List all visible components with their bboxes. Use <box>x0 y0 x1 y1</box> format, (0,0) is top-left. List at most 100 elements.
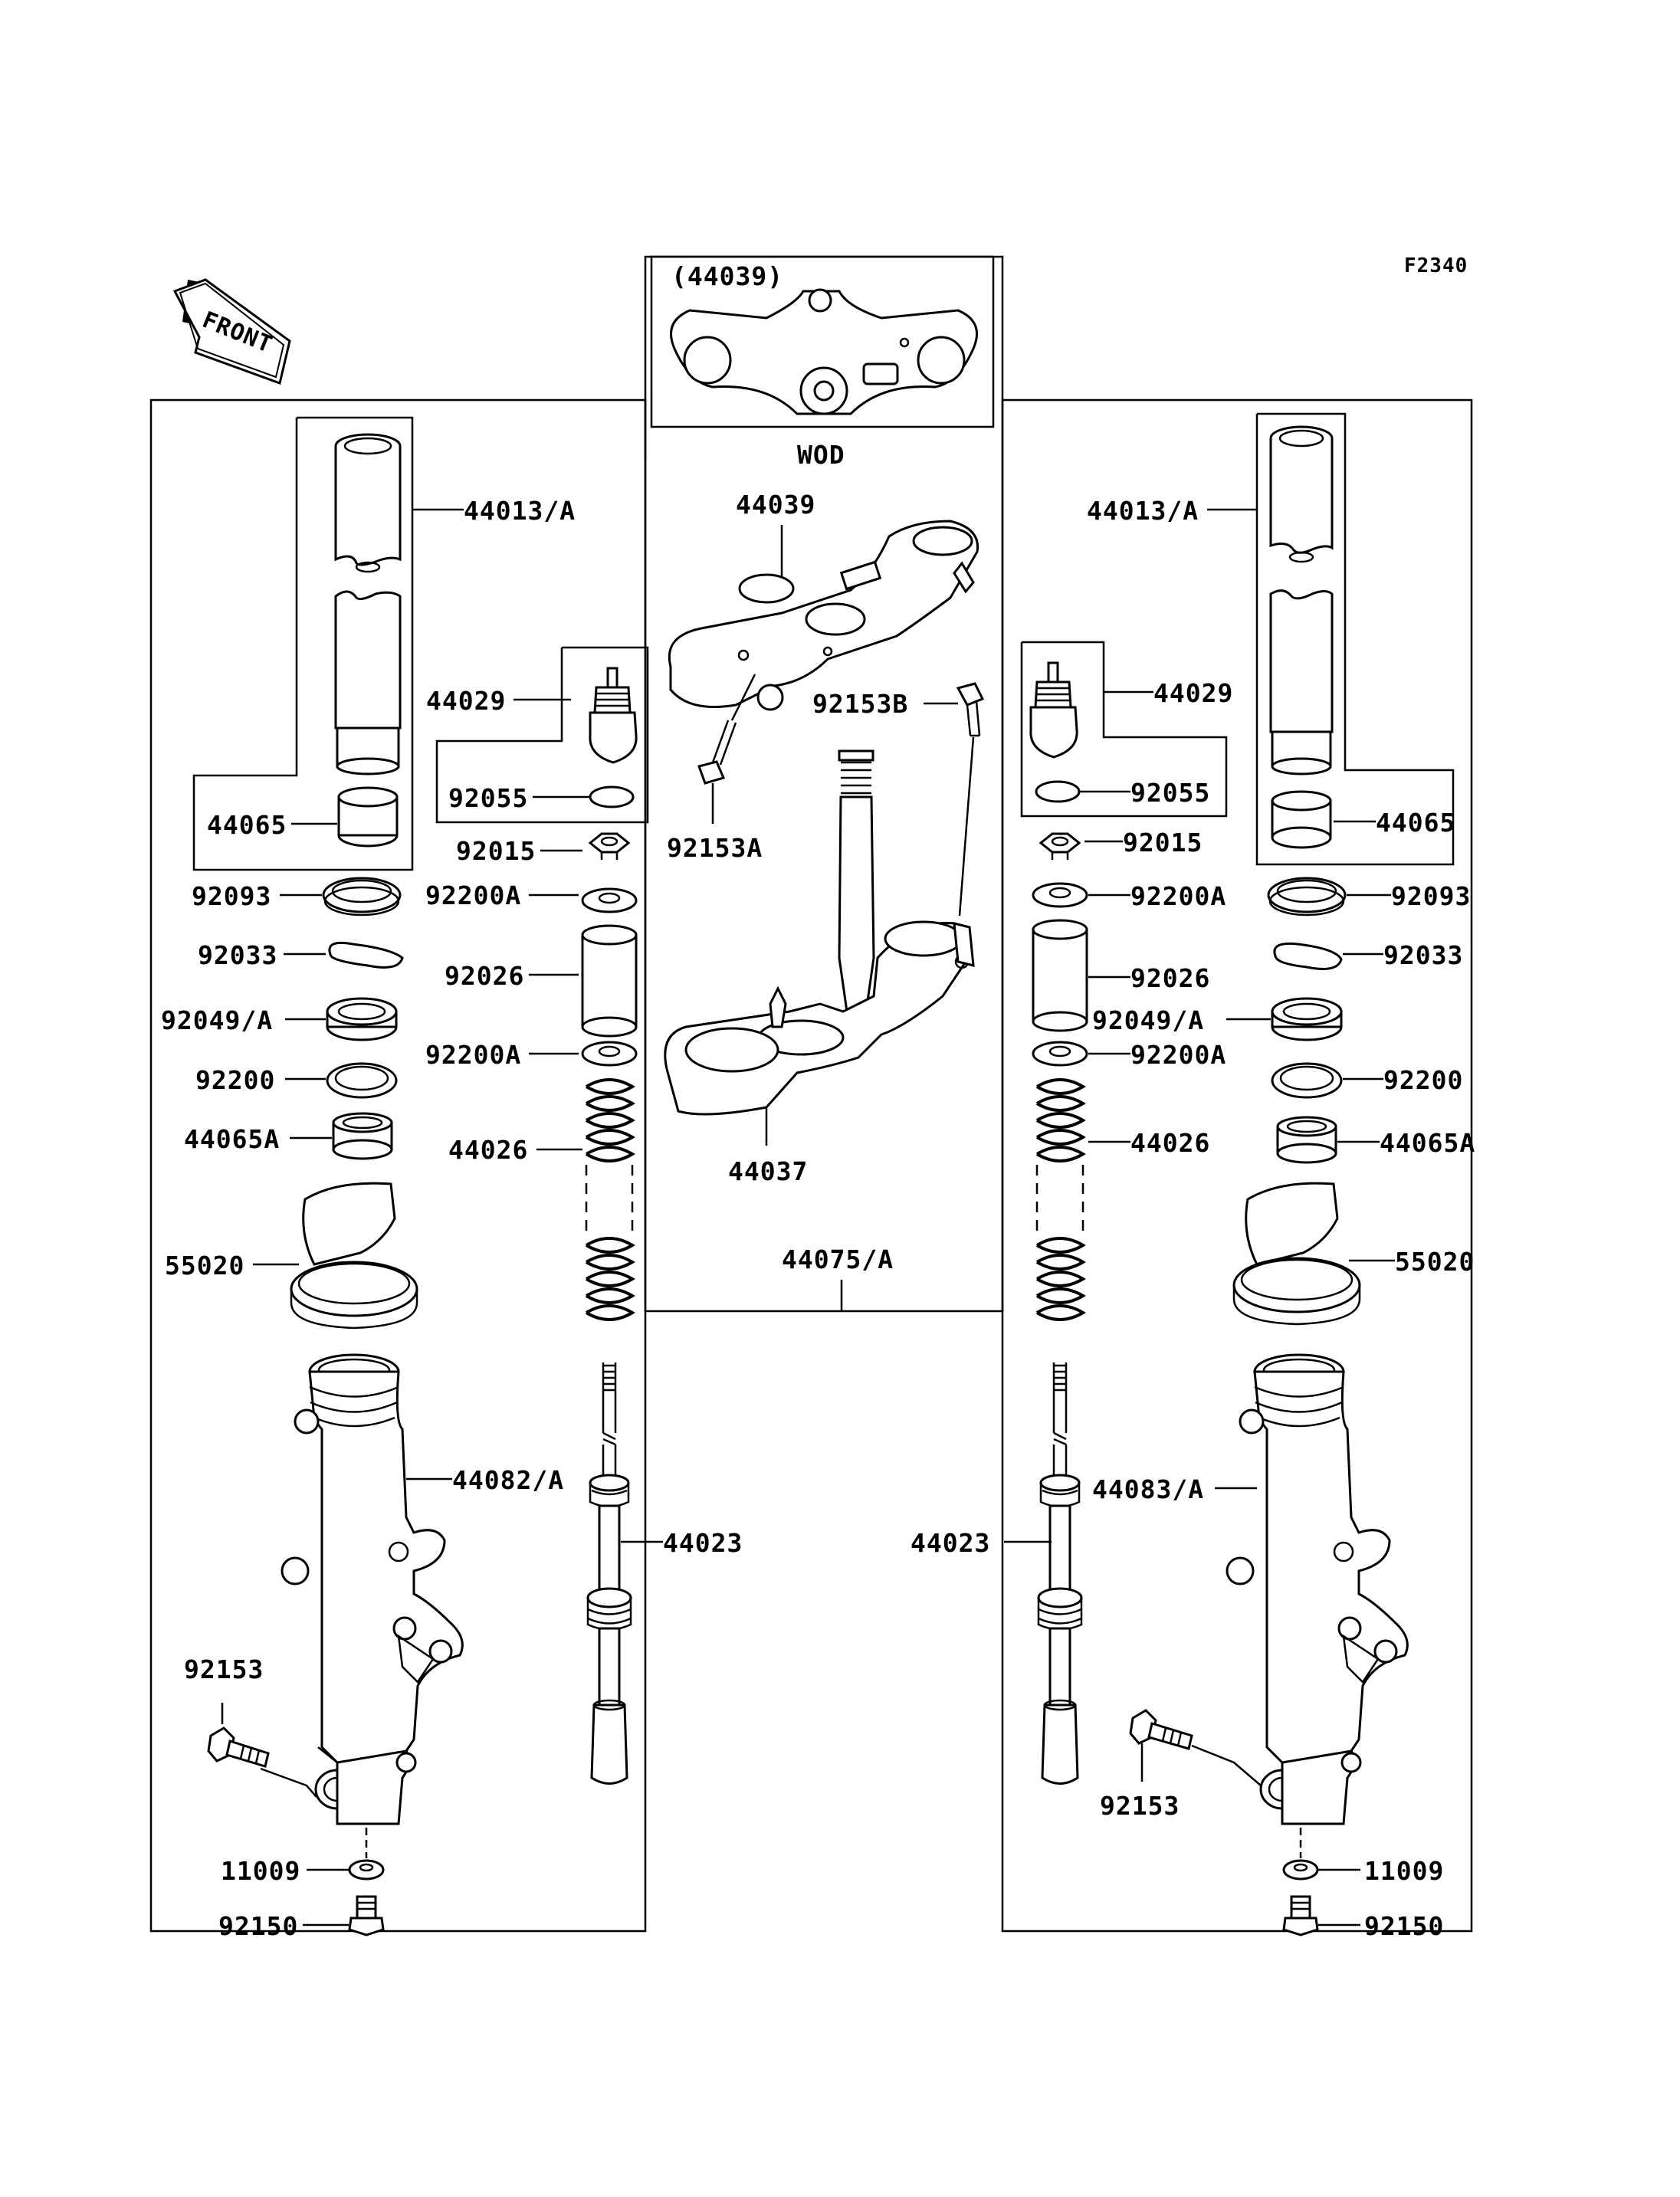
left-bolt-92150-icon <box>348 1895 385 1936</box>
left-damper-rod-44023-icon <box>586 1362 632 1785</box>
left-washer-92200-icon <box>326 1062 398 1099</box>
right-spring-44026-icon <box>1035 1078 1086 1321</box>
right-dust-seal-92093-icon <box>1267 877 1347 917</box>
label-L-44013A: 44013/A <box>464 496 576 526</box>
left-valve-group-box <box>435 646 649 824</box>
label-R-92015: 92015 <box>1123 828 1203 857</box>
label-R-92033: 92033 <box>1383 940 1463 970</box>
left-fork-guard-55020-icon <box>290 1182 418 1330</box>
label-L-44026: 44026 <box>448 1135 528 1165</box>
right-valve-44029-icon <box>1029 661 1078 759</box>
label-L-92200A-top: 92200A <box>425 880 521 910</box>
right-washer-11009-icon <box>1282 1859 1319 1881</box>
left-dust-seal-92093-icon <box>322 877 402 917</box>
label-92153B: 92153B <box>812 689 908 719</box>
label-R-92200A-top: 92200A <box>1130 881 1226 911</box>
left-spacer-92026-icon <box>581 924 638 1038</box>
label-L-44082A: 44082/A <box>452 1465 564 1495</box>
right-bushing-44065-icon <box>1271 790 1332 849</box>
right-clip-92033-icon <box>1273 942 1343 970</box>
right-washer-92200-icon <box>1271 1062 1343 1099</box>
label-L-92093: 92093 <box>192 881 271 911</box>
label-R-44083A: 44083/A <box>1092 1474 1204 1504</box>
upper-bracket-wod-icon <box>670 288 978 415</box>
left-valve-44029-icon <box>589 667 638 764</box>
label-R-92200A-bottom: 92200A <box>1130 1040 1226 1070</box>
right-fork-frame <box>1001 398 1473 1933</box>
variant-label: WOD <box>797 440 845 470</box>
label-R-11009: 11009 <box>1364 1856 1444 1886</box>
bolt-92153B-icon <box>956 682 985 917</box>
label-L-92150: 92150 <box>218 1911 298 1941</box>
right-oring-92055-icon <box>1035 780 1081 803</box>
label-R-92049A: 92049/A <box>1092 1005 1204 1035</box>
label-R-44029: 44029 <box>1153 678 1233 708</box>
left-nut-92015-icon <box>588 832 631 860</box>
label-R-92153: 92153 <box>1100 1791 1180 1821</box>
label-R-44026: 44026 <box>1130 1128 1210 1158</box>
right-bushing-44065A-icon <box>1276 1116 1337 1164</box>
right-bolt-92150-icon <box>1282 1895 1319 1936</box>
label-L-92200: 92200 <box>195 1065 275 1095</box>
label-L-92015: 92015 <box>456 836 536 866</box>
left-washer-92200A-bottom-icon <box>581 1041 638 1067</box>
left-bolt-92153-icon <box>207 1726 270 1768</box>
right-damper-rod-44023-icon <box>1037 1362 1083 1785</box>
right-washer-92200A-top-icon <box>1032 882 1088 908</box>
label-44039-boxed: (44039) <box>671 261 783 291</box>
label-L-11009: 11009 <box>221 1856 300 1886</box>
right-valve-group-box <box>1020 641 1228 818</box>
right-spacer-92026-icon <box>1032 919 1088 1032</box>
upper-triple-clamp-icon <box>668 520 979 711</box>
label-R-92150: 92150 <box>1364 1911 1444 1941</box>
left-oil-seal-92049A-icon <box>326 997 398 1041</box>
label-44037: 44037 <box>728 1156 808 1186</box>
label-R-92026: 92026 <box>1130 963 1210 993</box>
bolt-92153A-icon <box>697 674 756 785</box>
right-inner-tube-icon <box>1269 425 1334 776</box>
label-R-55020: 55020 <box>1395 1247 1475 1277</box>
left-oring-92055-icon <box>589 785 635 808</box>
steering-stem-lower-clamp-icon <box>664 749 975 1116</box>
left-spring-44026-icon <box>585 1078 635 1321</box>
left-washer-92200A-top-icon <box>581 887 638 913</box>
label-L-44065A: 44065A <box>184 1124 280 1154</box>
label-L-92153: 92153 <box>184 1654 264 1684</box>
right-washer-92200A-bottom-icon <box>1032 1041 1088 1067</box>
left-bushing-44065-icon <box>337 786 399 848</box>
label-L-44029: 44029 <box>426 686 506 716</box>
label-R-44023: 44023 <box>911 1528 990 1558</box>
label-R-44065: 44065 <box>1376 808 1455 838</box>
label-L-92049A: 92049/A <box>161 1005 273 1035</box>
label-L-92055: 92055 <box>448 783 528 813</box>
front-arrow-icon: FRONT <box>172 278 291 385</box>
right-fork-guard-55020-icon <box>1232 1182 1361 1326</box>
label-L-92200A-bottom: 92200A <box>425 1040 521 1070</box>
label-L-44023: 44023 <box>663 1528 743 1558</box>
left-clip-92033-icon <box>328 941 404 969</box>
right-bolt-92153-icon <box>1129 1709 1193 1750</box>
left-outer-tube-44082A-icon <box>281 1353 464 1825</box>
label-44039: 44039 <box>736 490 815 520</box>
wod-variant-box <box>650 255 995 428</box>
label-L-92026: 92026 <box>445 961 524 991</box>
label-92153A: 92153A <box>667 833 763 863</box>
label-R-92200: 92200 <box>1383 1065 1463 1095</box>
label-L-92033: 92033 <box>198 940 277 970</box>
right-outer-tube-44083A-icon <box>1226 1353 1409 1825</box>
label-L-44065: 44065 <box>207 810 287 840</box>
label-L-55020: 55020 <box>165 1251 244 1280</box>
left-inner-tube-group-box <box>192 416 414 871</box>
diagram-ref-code: F2340 <box>1404 254 1468 277</box>
label-44075A: 44075/A <box>782 1244 894 1274</box>
right-inner-tube-group-box <box>1255 412 1455 866</box>
label-R-44013A: 44013/A <box>1087 496 1199 526</box>
right-oil-seal-92049A-icon <box>1271 997 1343 1041</box>
left-inner-tube-icon <box>334 433 402 776</box>
right-nut-92015-icon <box>1039 832 1081 860</box>
label-R-44065A: 44065A <box>1380 1128 1475 1158</box>
label-R-92055: 92055 <box>1130 778 1210 808</box>
left-bushing-44065A-icon <box>332 1112 393 1160</box>
label-R-92093: 92093 <box>1391 881 1471 911</box>
